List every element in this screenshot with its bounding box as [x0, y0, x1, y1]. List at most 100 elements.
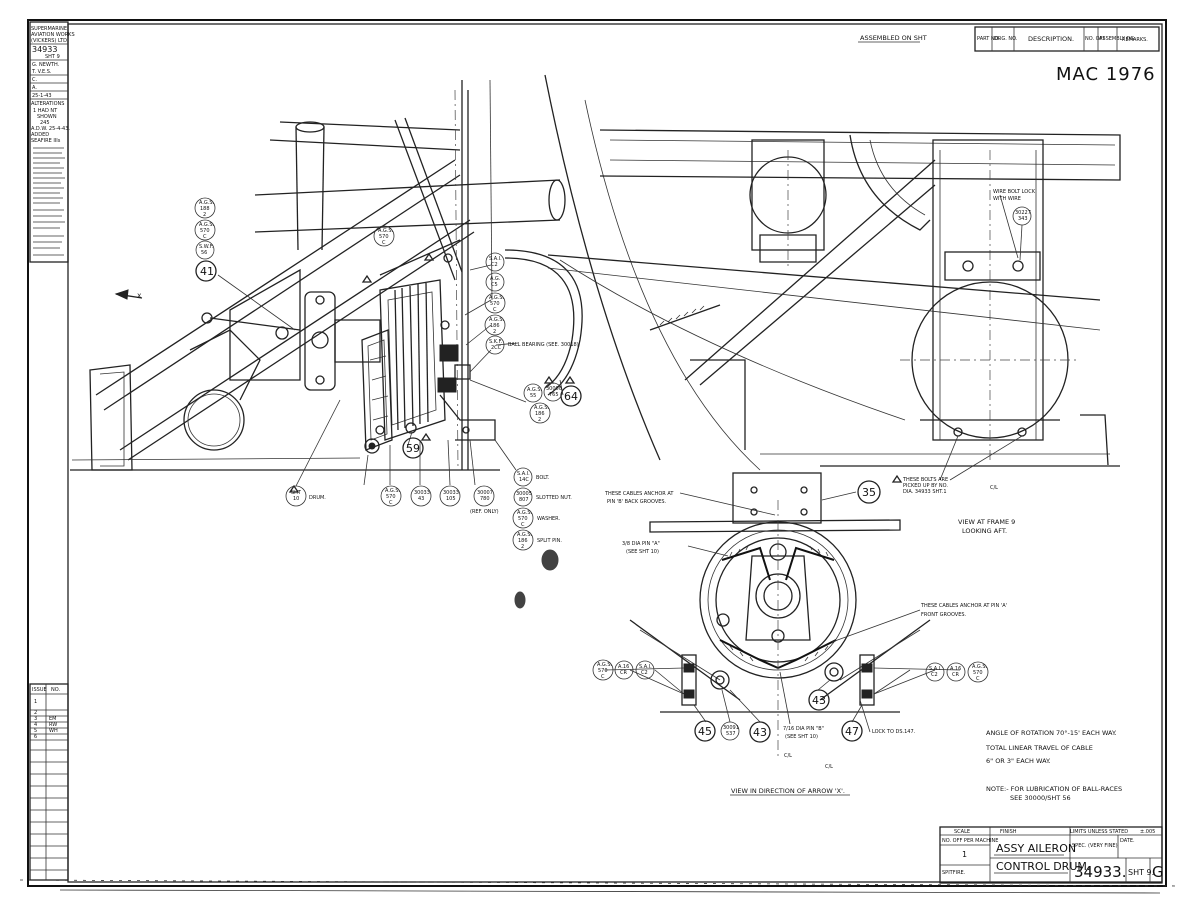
col-part-no: PART NO.	[977, 36, 1000, 42]
note-wire-lock-1: WIRE BOLT LOCK	[993, 189, 1036, 195]
note-view-arrow: VIEW IN DIRECTION OF ARROW 'X'.	[731, 787, 845, 795]
alteration-line-3: 245	[40, 120, 50, 126]
svg-text:S.A.I.: S.A.I.	[517, 471, 530, 477]
svg-text:343: 343	[1018, 216, 1028, 222]
balloon-47: 47	[841, 720, 863, 742]
note-bolts-1: THESE BOLTS ARE	[902, 477, 948, 483]
svg-text:186: 186	[518, 538, 528, 544]
part-ref: S.W.F.56	[195, 240, 215, 260]
svg-text:S.A.I.: S.A.I.	[489, 256, 502, 262]
svg-text:537: 537	[726, 731, 736, 737]
svg-text:A.G.: A.G.	[490, 276, 501, 282]
svg-text:30033: 30033	[414, 490, 430, 496]
svg-text:S.K.F.: S.K.F.	[489, 339, 503, 345]
svg-text:14C: 14C	[519, 477, 529, 483]
svg-text:C2: C2	[931, 672, 938, 678]
strip-letter-1: C.	[32, 77, 37, 83]
svg-text:C: C	[493, 307, 497, 313]
tb-sheet: SHT 9.	[1128, 868, 1154, 877]
svg-text:570: 570	[518, 516, 528, 522]
svg-text:780: 780	[480, 496, 490, 502]
issue-label: ISSUE	[32, 687, 47, 693]
tb-date-label: DATE.	[1120, 838, 1135, 844]
svg-text:S.A.I.: S.A.I.	[639, 664, 652, 670]
note-travel-2: 6" OR 3" EACH WAY.	[986, 757, 1051, 765]
note-lube-2: SEE 30000/SHT 56	[1010, 794, 1071, 802]
balloon-64: 64	[560, 385, 582, 407]
svg-text:43: 43	[753, 726, 767, 739]
part-ref: A.G.S.55	[523, 383, 543, 403]
view-arrow-x	[604, 472, 961, 760]
centerline-1: C/L	[990, 485, 998, 491]
issue-5: 5	[34, 728, 37, 734]
svg-text:C: C	[389, 500, 393, 506]
svg-text:A.G.S.: A.G.S.	[517, 510, 533, 516]
svg-text:A.G.S.: A.G.S.	[534, 405, 550, 411]
company-line-1: SUPERMARINE	[31, 26, 67, 32]
assembled-on-label: ASSEMBLED ON SHT	[860, 34, 927, 42]
centerline-2: C/L	[784, 753, 792, 759]
side-view-structure: X	[70, 74, 761, 609]
col-no-off: NO. OFF	[1085, 36, 1105, 42]
issue-initial-4: RW	[49, 722, 57, 728]
svg-text:30227: 30227	[1015, 210, 1031, 216]
note-slotted-nut: SLOTTED NUT.	[536, 495, 572, 501]
svg-text:C: C	[203, 234, 207, 240]
note-ball-bearing: BALL BEARING (SEE. 30018)	[508, 342, 579, 348]
note-cables-front-2: FRONT GROOVES.	[921, 612, 967, 618]
tb-limits-value: ±.005	[1140, 829, 1155, 835]
view-at-frame-9	[547, 129, 1121, 483]
tb-limits-label: LIMITS UNLESS STATED	[1070, 829, 1128, 835]
tb-drawing-number: 34933.	[1074, 863, 1127, 881]
svg-text:47: 47	[845, 725, 859, 738]
svg-text:570: 570	[379, 234, 389, 240]
svg-text:570: 570	[386, 494, 396, 500]
svg-text:56: 56	[201, 250, 207, 256]
svg-text:A.G.S.: A.G.S.	[489, 317, 505, 323]
balloon-59: 59	[402, 437, 424, 459]
svg-text:30005: 30005	[516, 491, 532, 497]
drum-side-view	[361, 239, 496, 454]
tb-per-machine: NO. OFF PER MACHINE	[942, 838, 998, 844]
tb-quantity: 1	[962, 850, 967, 859]
alteration-line-4: A.D.W. 25-4-43.	[31, 126, 70, 132]
col-description: DESCRIPTION.	[1028, 35, 1074, 43]
svg-text:10: 10	[293, 496, 299, 502]
svg-text:59: 59	[406, 442, 420, 455]
svg-text:A.G.S.: A.G.S.	[597, 662, 613, 668]
balloon-35: 35	[857, 480, 881, 504]
note-cables-front-1: THESE CABLES ANCHOR AT PIN 'A'	[920, 603, 1007, 609]
balloon-43b: 43	[749, 721, 771, 743]
svg-text:A.G.S.: A.G.S.	[378, 228, 394, 234]
note-wire-lock-2: WITH WIRE	[993, 196, 1021, 202]
note-pin-a-2: (SEE SHT 10)	[626, 549, 659, 555]
alteration-line-5: ADDED	[31, 132, 49, 138]
strip-name-1: G. NEWTH.	[32, 62, 60, 68]
company-line-3: (VICKERS) LTD.	[31, 38, 69, 44]
note-bolts-3: DIA. 34933 SHT.1	[903, 489, 947, 495]
svg-text:A.16: A.16	[618, 664, 629, 670]
issue-3: 3	[34, 716, 37, 722]
issue-4: 4	[34, 722, 37, 728]
tb-title-line-2: CONTROL DRUM.	[996, 860, 1090, 873]
part-ref: S.K.F.2CC	[485, 335, 505, 355]
arrow-x-label: X	[137, 292, 142, 300]
part-ref: S.A.I.C2	[485, 252, 505, 272]
issue-no-label: NO.	[51, 687, 60, 693]
note-view-frame-2: LOOKING AFT.	[962, 527, 1007, 535]
svg-text:2: 2	[521, 544, 524, 550]
note-bolt: BOLT.	[536, 475, 550, 481]
note-pin-a-1: 3/8 DIA PIN "A"	[622, 541, 660, 547]
alteration-line-2: SHOWN	[37, 114, 57, 120]
note-cables-back-1: THESE CABLES ANCHOR AT	[604, 491, 674, 497]
